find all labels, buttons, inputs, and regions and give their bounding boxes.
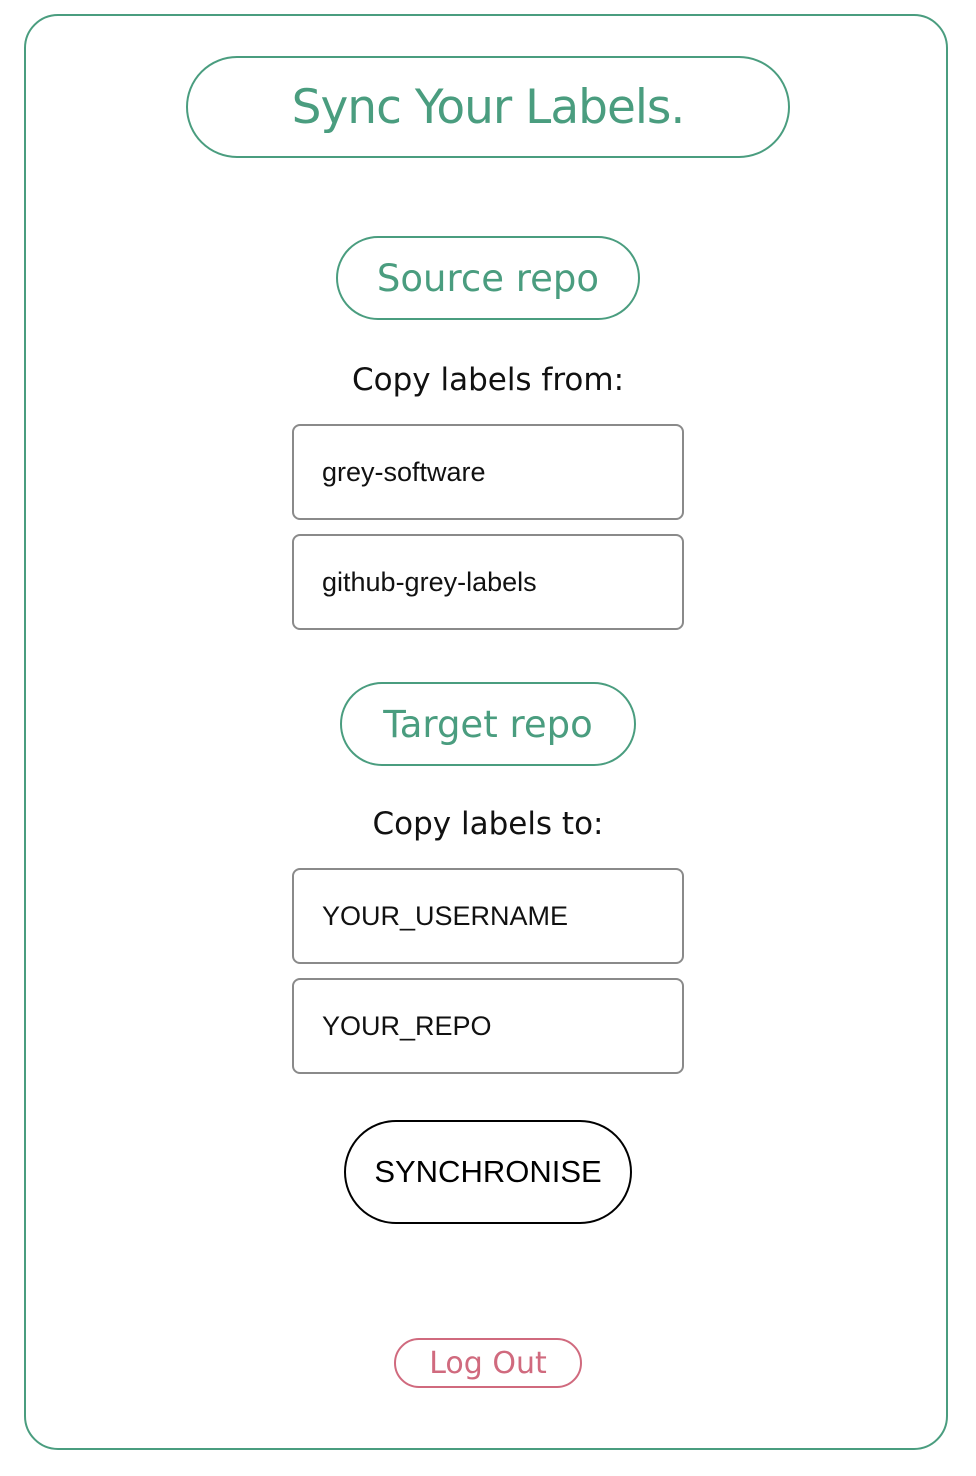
source-repo-heading: Source repo: [336, 236, 640, 320]
main-card: [24, 14, 948, 1450]
source-repo-input[interactable]: [292, 534, 684, 630]
logout-button[interactable]: Log Out: [394, 1338, 582, 1388]
target-owner-input[interactable]: [292, 868, 684, 964]
source-owner-input[interactable]: [292, 424, 684, 520]
copy-to-caption: Copy labels to:: [372, 806, 604, 842]
page-title: Sync Your Labels.: [186, 56, 790, 158]
target-repo-heading: Target repo: [340, 682, 636, 766]
copy-from-caption: Copy labels from:: [351, 362, 625, 398]
synchronise-button[interactable]: SYNCHRONISE: [344, 1120, 632, 1224]
target-repo-input[interactable]: [292, 978, 684, 1074]
